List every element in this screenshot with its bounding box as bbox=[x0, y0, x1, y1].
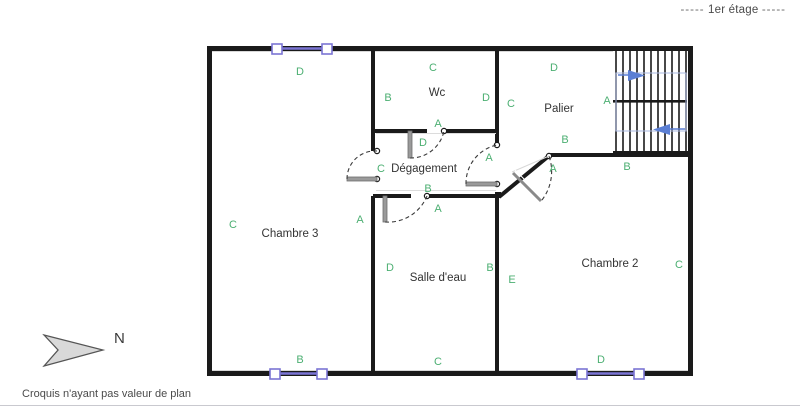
staircase bbox=[613, 51, 689, 155]
plan-disclaimer: Croquis n'ayant pas valeur de plan bbox=[22, 388, 192, 400]
compass-rose bbox=[42, 333, 106, 368]
outer-walls bbox=[207, 46, 693, 376]
wall-code: C bbox=[429, 62, 437, 74]
wall-code: C bbox=[229, 219, 237, 231]
wall-code: D bbox=[550, 62, 558, 74]
wall-code: E bbox=[508, 274, 515, 286]
doors bbox=[346, 127, 553, 223]
room-names: Chambre 3 Wc Dégagement Salle d'eau Pali… bbox=[262, 87, 639, 284]
stair-up-arrow bbox=[618, 70, 645, 81]
windows bbox=[269, 43, 645, 380]
wall-code: C bbox=[675, 259, 683, 271]
wall-code: A bbox=[549, 163, 557, 175]
room-label-chambre3: Chambre 3 bbox=[262, 228, 319, 240]
compass-north-label: N bbox=[114, 330, 125, 347]
wall-code: B bbox=[296, 354, 303, 366]
dash-left: ----- bbox=[680, 4, 705, 16]
wall-code: C bbox=[434, 356, 442, 368]
wall-code: B bbox=[424, 183, 431, 195]
stair-down-arrow bbox=[653, 124, 685, 135]
wall-code: A bbox=[434, 203, 442, 215]
room-label-degagement: Dégagement bbox=[391, 163, 458, 175]
room-label-salle-deau: Salle d'eau bbox=[410, 272, 467, 284]
wall-code: D bbox=[419, 137, 427, 149]
wall-code: B bbox=[561, 134, 568, 146]
door-wc bbox=[407, 127, 448, 159]
wall-code: D bbox=[296, 66, 304, 78]
wall-code: B bbox=[486, 262, 493, 274]
wall-code: A bbox=[434, 118, 442, 130]
wall-code: D bbox=[597, 354, 605, 366]
room-label-wc: Wc bbox=[429, 87, 446, 99]
window-bottom-right bbox=[576, 368, 645, 380]
wall-code-labels: D C B D C D A A D A B A B C B A C A D B … bbox=[229, 62, 683, 368]
door-degagement-bottom bbox=[382, 192, 431, 223]
window-top bbox=[271, 43, 333, 55]
wall-code: C bbox=[377, 163, 385, 175]
footer-divider bbox=[0, 405, 800, 406]
door-degagement-left bbox=[346, 147, 381, 183]
wall-code: D bbox=[386, 262, 394, 274]
door-chambre2 bbox=[511, 152, 553, 203]
wall-code: D bbox=[482, 92, 490, 104]
room-label-chambre2: Chambre 2 bbox=[582, 258, 639, 270]
dash-right: ----- bbox=[761, 4, 786, 16]
floor-title: ----- 1er étage ----- bbox=[680, 4, 786, 16]
wall-code: C bbox=[507, 98, 515, 110]
wall-code: A bbox=[603, 95, 611, 107]
floor-title-text: 1er étage bbox=[708, 4, 759, 16]
wall-code: A bbox=[356, 214, 364, 226]
room-label-palier: Palier bbox=[544, 103, 574, 115]
wall-code: A bbox=[485, 152, 493, 164]
door-palier bbox=[465, 141, 501, 188]
wall-code: B bbox=[623, 161, 630, 173]
wall-code: B bbox=[384, 92, 391, 104]
window-bottom-left bbox=[269, 368, 328, 380]
